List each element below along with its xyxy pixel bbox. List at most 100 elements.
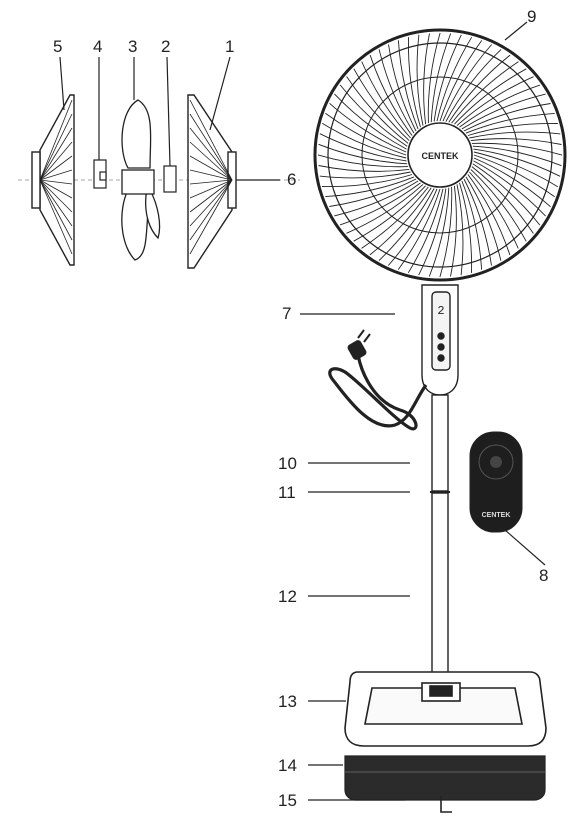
guard-spoke bbox=[463, 103, 551, 132]
guard-spoke bbox=[318, 165, 410, 172]
front-grille-spoke bbox=[189, 99, 233, 181]
rear-grille-spoke bbox=[39, 179, 73, 227]
guard-spoke bbox=[369, 54, 413, 136]
rear-grille-spoke bbox=[39, 179, 73, 213]
guard-spoke bbox=[472, 163, 541, 226]
guard-spoke bbox=[325, 112, 407, 156]
guard-spoke bbox=[469, 171, 519, 249]
callout-11: 11 bbox=[278, 483, 296, 502]
callout-3: 3 bbox=[128, 37, 138, 56]
guard-spoke bbox=[318, 143, 408, 165]
guard-spoke bbox=[433, 34, 462, 122]
guard-spoke bbox=[387, 188, 438, 266]
guard-spoke bbox=[369, 187, 432, 256]
callout-14: 14 bbox=[278, 756, 297, 775]
base-cover bbox=[344, 671, 547, 747]
guard-spoke bbox=[321, 122, 407, 159]
fan-blade bbox=[121, 99, 161, 261]
base-screw bbox=[440, 796, 452, 813]
callout-10: 10 bbox=[278, 454, 297, 473]
guard-spoke bbox=[378, 188, 435, 261]
control-housing bbox=[421, 284, 459, 396]
guard-spoke bbox=[397, 188, 441, 270]
spinner-nut bbox=[93, 159, 107, 189]
remote-control bbox=[469, 431, 523, 533]
front-grille-spoke bbox=[189, 179, 233, 241]
callout-7: 7 bbox=[282, 304, 292, 323]
rear-grille-spoke bbox=[39, 179, 73, 241]
rear-grille-spoke bbox=[39, 155, 73, 181]
guard-spoke bbox=[416, 34, 424, 126]
callout-1: 1 bbox=[225, 37, 235, 56]
guard-spoke bbox=[325, 176, 415, 198]
guard-spoke bbox=[471, 166, 534, 234]
callout-4: 4 bbox=[93, 37, 103, 56]
guard-spoke bbox=[473, 148, 561, 177]
power-cord bbox=[328, 354, 428, 431]
guard-spoke bbox=[461, 180, 483, 270]
guard-spoke bbox=[454, 68, 527, 125]
guard-spoke bbox=[339, 182, 421, 226]
callout-5: 5 bbox=[53, 37, 63, 56]
rear-grille-spoke bbox=[39, 99, 73, 181]
guard-spoke bbox=[439, 40, 483, 122]
front-grille-spoke bbox=[189, 179, 233, 199]
guard-spoke bbox=[397, 40, 419, 130]
guard-spoke bbox=[469, 131, 561, 139]
guard-spoke bbox=[319, 133, 407, 162]
rear-grille-spoke bbox=[39, 169, 73, 181]
callout-9: 9 bbox=[527, 7, 537, 26]
front-grille-spoke bbox=[189, 169, 233, 181]
guard-spoke bbox=[353, 68, 410, 141]
rear-grille-spoke bbox=[39, 127, 73, 181]
guard-spoke bbox=[463, 178, 492, 266]
callout-13: 13 bbox=[278, 692, 297, 711]
guard-spoke bbox=[430, 33, 452, 123]
guard-spoke bbox=[436, 36, 473, 122]
leader-2 bbox=[166, 56, 171, 167]
guard-spoke bbox=[451, 61, 519, 124]
front-grille-spoke bbox=[189, 113, 233, 181]
front-grille-spoke bbox=[189, 141, 233, 181]
upper-pole bbox=[431, 394, 449, 492]
rear-grille-spoke bbox=[39, 179, 73, 185]
guard-spoke bbox=[442, 44, 493, 122]
guard-spoke bbox=[423, 33, 430, 125]
callout-2: 2 bbox=[161, 37, 171, 56]
remote-logo: CENTEK bbox=[482, 512, 511, 519]
leader-5 bbox=[59, 56, 65, 111]
guard-spoke bbox=[346, 76, 409, 144]
guard-spoke bbox=[470, 138, 562, 145]
weighted-base bbox=[344, 755, 546, 801]
power-plug bbox=[347, 329, 371, 360]
leader-lines bbox=[59, 21, 546, 801]
lower-pole bbox=[431, 492, 449, 691]
guard-spoke bbox=[439, 186, 453, 278]
guard-spoke bbox=[427, 32, 441, 124]
fan-hub-logo: CENTEK bbox=[421, 151, 459, 161]
guard-spoke bbox=[456, 184, 464, 276]
fan-guard bbox=[313, 28, 567, 282]
rear-grille-spoke bbox=[39, 113, 73, 181]
rear-grille bbox=[31, 94, 75, 266]
front-grille-spoke bbox=[189, 179, 233, 227]
guard-spoke bbox=[428, 187, 450, 277]
guard-spoke bbox=[317, 154, 409, 168]
guard-spoke bbox=[407, 188, 444, 274]
guard-spoke bbox=[334, 93, 407, 150]
front-grille-spoke bbox=[189, 179, 233, 213]
guard-spoke bbox=[407, 37, 421, 128]
guard-spoke bbox=[353, 185, 426, 242]
display-digit: 2 bbox=[437, 304, 444, 318]
leader-1 bbox=[209, 56, 231, 131]
front-grille-spoke bbox=[189, 127, 233, 181]
front-grille-spoke bbox=[189, 179, 233, 255]
guard-spoke bbox=[361, 186, 429, 249]
guard-spoke bbox=[388, 44, 417, 132]
callout-8: 8 bbox=[539, 566, 549, 585]
guard-spoke bbox=[319, 171, 411, 179]
rear-grille-spoke bbox=[39, 141, 73, 181]
guard-spoke bbox=[361, 61, 411, 139]
guard-spoke bbox=[339, 84, 408, 147]
